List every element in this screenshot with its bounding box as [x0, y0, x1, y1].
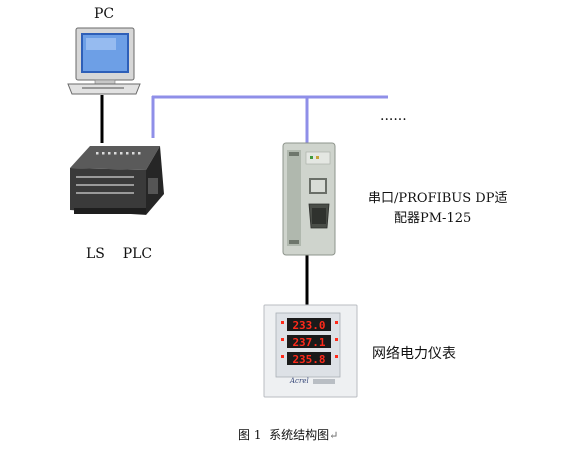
- adapter-label-line-2: 配器PM-125: [394, 211, 472, 226]
- paragraph-mark: ↵: [329, 429, 339, 442]
- adapter-label-line-1: 串口/PROFIBUS DP适: [368, 191, 508, 206]
- meter-brand-logo: Acrel: [289, 377, 309, 385]
- figure-caption-text: 图 1 系统结构图: [238, 428, 330, 442]
- meter-reading-3: 235.8: [292, 353, 325, 366]
- pm125-adapter-icon: [282, 142, 336, 256]
- plc-label: LS PLC: [86, 246, 153, 262]
- power-meter-icon: 233.0 237.1 235.8 Acrel: [263, 304, 358, 398]
- meter-reading-2: 237.1: [292, 336, 325, 349]
- pc-label: PC: [94, 6, 115, 22]
- meter-label: 网络电力仪表: [372, 346, 456, 362]
- pc-computer-icon: [67, 27, 141, 95]
- ls-plc-icon: [70, 146, 164, 215]
- ellipsis-label: ......: [380, 108, 407, 124]
- figure-caption: 图 1 系统结构图↵: [238, 426, 338, 443]
- meter-reading-1: 233.0: [292, 319, 325, 332]
- network-lines: [100, 95, 388, 305]
